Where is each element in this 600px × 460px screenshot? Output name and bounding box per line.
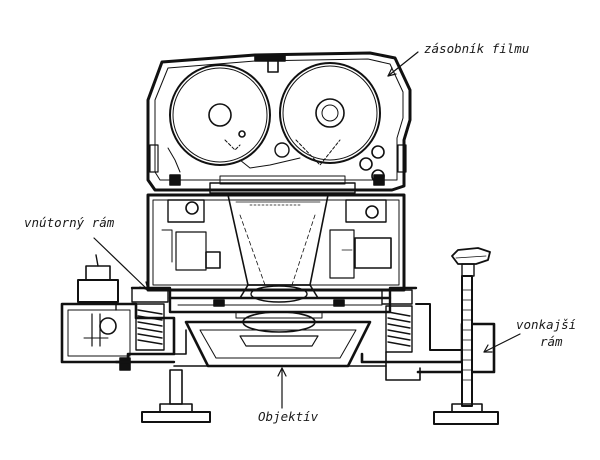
lens-assembly — [168, 284, 392, 368]
left-foot — [141, 369, 211, 423]
arrow-outer-frame — [483, 333, 521, 353]
left-film-spool — [169, 64, 271, 166]
inner-frame — [130, 286, 418, 305]
left-adjuster — [77, 254, 119, 347]
viewfinder-prism — [227, 194, 329, 286]
left-spring — [135, 303, 165, 351]
left-mechanism — [161, 199, 221, 271]
right-film-spool — [279, 62, 381, 164]
arrow-inner-frame — [93, 237, 149, 291]
right-spring — [385, 305, 413, 353]
camera-body — [146, 175, 406, 292]
lens-label: Objektív — [258, 409, 319, 424]
outer-frame-label-line2: rám — [540, 334, 563, 349]
outer-frame-label-line1: vonkajší — [516, 317, 577, 332]
right-foot — [433, 403, 499, 425]
right-mechanism — [329, 199, 392, 279]
outer-frame — [60, 302, 496, 381]
arrow-film-magazine — [387, 51, 419, 77]
film-magazine-label: zásobník filmu — [424, 41, 530, 56]
label-arrows — [93, 51, 521, 409]
inner-frame-label: vnútorný rám — [24, 215, 115, 230]
right-knob-screw — [451, 247, 491, 407]
film-magazine — [146, 51, 412, 192]
